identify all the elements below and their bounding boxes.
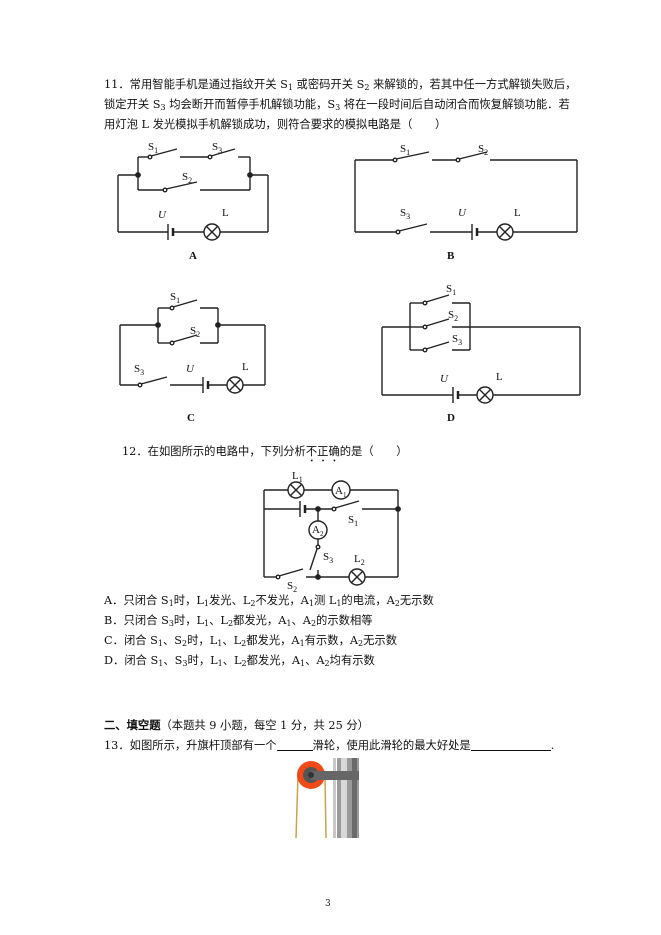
switch-icon: [425, 318, 450, 327]
switch-pivot: [392, 157, 398, 163]
svg-text:S1: S1: [170, 291, 180, 305]
switch-pivot: [169, 340, 175, 346]
svg-text:S2: S2: [287, 580, 297, 594]
switch-icon: [425, 341, 450, 350]
switch-icon: [395, 151, 430, 160]
q12-option-a: A．只闭合 S1时，L1发光、L2不发光，A1测 L1的电流，A2无示数: [104, 594, 434, 608]
svg-text:S3: S3: [212, 141, 222, 155]
option-a-label: A: [189, 250, 197, 262]
circuit-b-labels: S1 S2 S3 U L B: [400, 143, 521, 262]
switch-pivot: [315, 544, 321, 550]
switch-pivot: [137, 382, 143, 388]
switch-icon: [398, 223, 428, 232]
svg-text:S2: S2: [190, 325, 200, 339]
svg-text:L: L: [514, 207, 521, 219]
switch-icon: [334, 500, 360, 509]
switch-pivot: [422, 324, 428, 330]
svg-text:S2: S2: [448, 309, 458, 323]
svg-text:U: U: [158, 209, 167, 221]
svg-text:S3: S3: [323, 551, 333, 565]
svg-text:L: L: [242, 361, 249, 373]
switch-pivot: [455, 157, 461, 163]
svg-text:S1: S1: [400, 143, 410, 157]
switch-icon: [210, 148, 236, 157]
switch-pivot: [207, 154, 213, 160]
svg-text:S1: S1: [446, 283, 456, 297]
circuit-c-labels: S1 S2 S3 U L C: [134, 291, 249, 424]
switch-icon: [309, 548, 318, 571]
q11-line2: 锁定开关 S3 均会断开而暂停手机解锁功能，S3 将在一段时间后自动闭合而恢复解…: [104, 98, 570, 112]
switch-pivot: [275, 574, 281, 580]
q13-blank-1[interactable]: [276, 738, 313, 751]
switch-icon: [150, 148, 178, 157]
switch-icon: [172, 299, 198, 308]
switch-pivot: [395, 229, 401, 235]
q13-text: 13．如图所示，升旗杆顶部有一个滑轮，使用此滑轮的最大好处是.: [104, 738, 555, 752]
junction-dot: [155, 322, 161, 328]
circuit-d-labels: S1 S2 S3 U L D: [440, 283, 503, 424]
section-2-heading: 二、填空题（本题共 9 小题，每空 1 分，共 25 分）: [104, 719, 369, 732]
svg-text:S1: S1: [348, 514, 358, 528]
q12-stem: 12．在如图所示的电路中，下列分析不正确的是（ ）: [122, 445, 408, 458]
switch-pivot: [147, 154, 153, 160]
svg-text:U: U: [458, 207, 467, 219]
option-d-label: D: [447, 412, 455, 424]
switch-icon: [140, 376, 168, 385]
svg-text:A2: A2: [312, 524, 324, 538]
circuit-q12-labels: L1 A1 S1 A2 S3 L2 S2: [287, 470, 365, 594]
circuit-a-labels: S1 S3 S2 U L A: [148, 141, 229, 262]
svg-text:S3: S3: [400, 207, 410, 221]
svg-text:L2: L2: [354, 553, 365, 567]
svg-text:L: L: [496, 371, 503, 383]
svg-text:L: L: [222, 207, 229, 219]
q11-line3: 用灯泡 L 发光模拟手机解锁成功，则符合要求的模拟电路是（ ）: [104, 118, 447, 131]
junction-dot: [215, 322, 221, 328]
switch-icon: [172, 334, 198, 343]
switch-icon: [458, 151, 488, 160]
svg-text:U: U: [440, 373, 449, 385]
switch-pivot: [162, 187, 168, 193]
svg-text:A1: A1: [335, 485, 347, 499]
junction-dot: [135, 172, 141, 178]
svg-text:S2: S2: [478, 143, 488, 157]
svg-text:L1: L1: [292, 470, 303, 484]
switch-icon: [278, 568, 304, 577]
svg-text:S1: S1: [148, 141, 158, 155]
svg-text:U: U: [186, 363, 195, 375]
switch-pivot: [169, 305, 175, 311]
junction-dot: [247, 172, 253, 178]
switch-pivot: [422, 300, 428, 306]
switch-icon: [425, 294, 450, 303]
q12-option-c: C．闭合 S1、S2时，L1、L2都发光，A1有示数，A2无示数: [104, 634, 398, 648]
flagpole-pulley-image: [295, 758, 359, 839]
option-b-label: B: [447, 250, 455, 262]
svg-text:S2: S2: [182, 171, 192, 185]
page-number: 3: [325, 899, 331, 909]
option-c-label: C: [187, 412, 195, 424]
switch-pivot: [422, 347, 428, 353]
q13-blank-2[interactable]: [470, 738, 551, 751]
svg-text:S3: S3: [134, 363, 144, 377]
switch-icon: [165, 181, 198, 190]
q12-option-d: D．闭合 S1、S3时，L1、L2都发光，A1、A2均有示数: [104, 654, 375, 668]
q11-line1: 11．常用智能手机是通过指纹开关 S1 或密码开关 S2 来解锁的，若其中任一方…: [104, 78, 577, 92]
svg-text:S3: S3: [452, 333, 462, 347]
switch-pivot: [331, 506, 337, 512]
q12-option-b: B．只闭合 S3时，L1、L2都发光，A1、A2的示数相等: [104, 614, 373, 628]
